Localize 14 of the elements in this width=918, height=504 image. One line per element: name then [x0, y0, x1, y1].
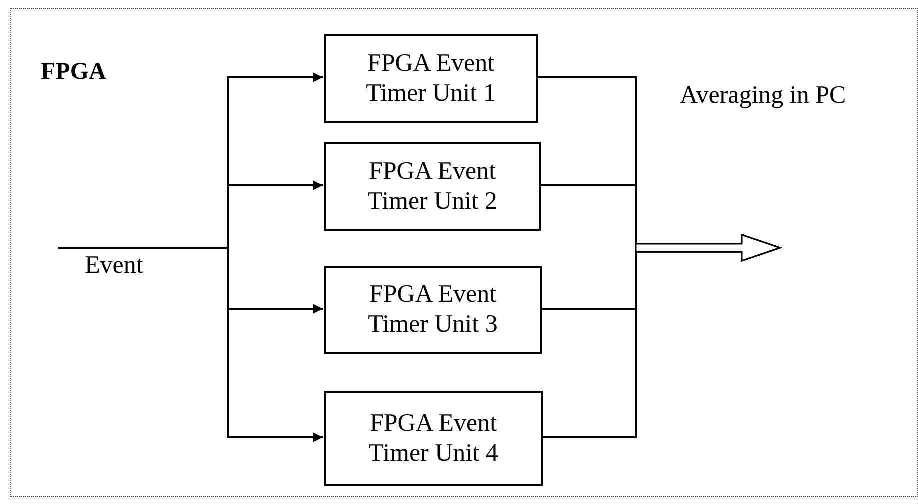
- fpga-region: [10, 8, 918, 497]
- region-heading: FPGA: [41, 59, 106, 86]
- box-label: FPGA Event Timer Unit 4: [368, 408, 500, 468]
- input-label: Event: [85, 252, 144, 280]
- box-label: FPGA Event Timer Unit 2: [366, 156, 498, 216]
- box-label: FPGA Event Timer Unit 3: [367, 280, 499, 340]
- process-box: [324, 266, 542, 354]
- connector: [58, 247, 323, 442]
- process-box: [324, 34, 538, 123]
- box-label: FPGA Event Timer Unit 1: [365, 48, 497, 108]
- output-label: Averaging in PC: [680, 82, 846, 110]
- process-box: [324, 142, 541, 231]
- process-box: [324, 391, 543, 486]
- connector: [542, 234, 781, 438]
